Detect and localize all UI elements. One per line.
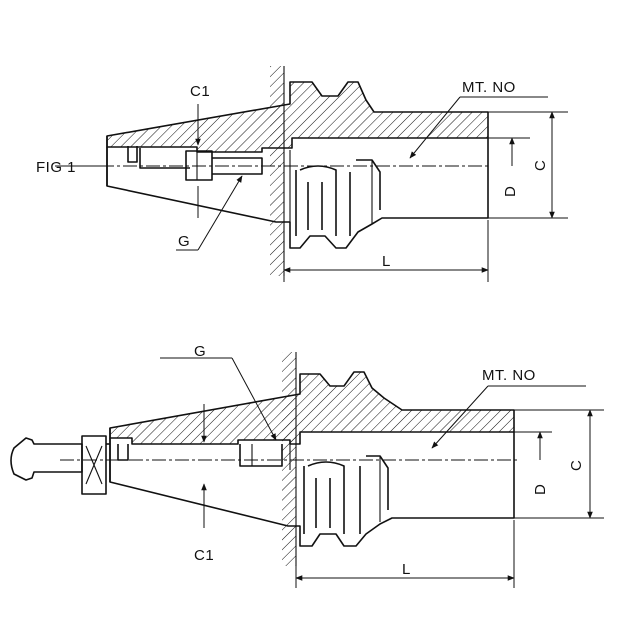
fig1-c-label: C: [532, 160, 549, 171]
fig2-l-label: L: [402, 561, 411, 578]
fig2-upper-section: [109, 371, 515, 445]
fig1-label: FIG 1: [36, 159, 76, 176]
fig1-g-label: G: [178, 233, 190, 250]
fig1-mtno-label: MT. NO: [462, 79, 516, 96]
fig1-lower-outline: [106, 138, 489, 249]
fig2-g-label: G: [194, 343, 206, 360]
fig1-d-label: D: [502, 186, 519, 197]
figure-2: G MT. NO C D L C1: [10, 343, 604, 588]
fig2-mtno-label: MT. NO: [482, 367, 536, 384]
fig1-upper-section: [106, 81, 489, 153]
fig1-wall-hatch: [270, 66, 284, 276]
fig2-c1-label: C1: [194, 547, 214, 564]
fig1-l-label: L: [382, 253, 391, 270]
fig2-lower-outline: [109, 432, 515, 547]
fig2-pull-stud: [10, 437, 83, 481]
figure-1: FIG 1 C1 G MT. NO C D L: [36, 66, 568, 282]
fig2-d-label: D: [532, 484, 549, 495]
fig2-c-label: C: [568, 460, 585, 471]
fig2-wall-hatch: [282, 352, 296, 566]
fig1-c1-label: C1: [190, 83, 210, 100]
